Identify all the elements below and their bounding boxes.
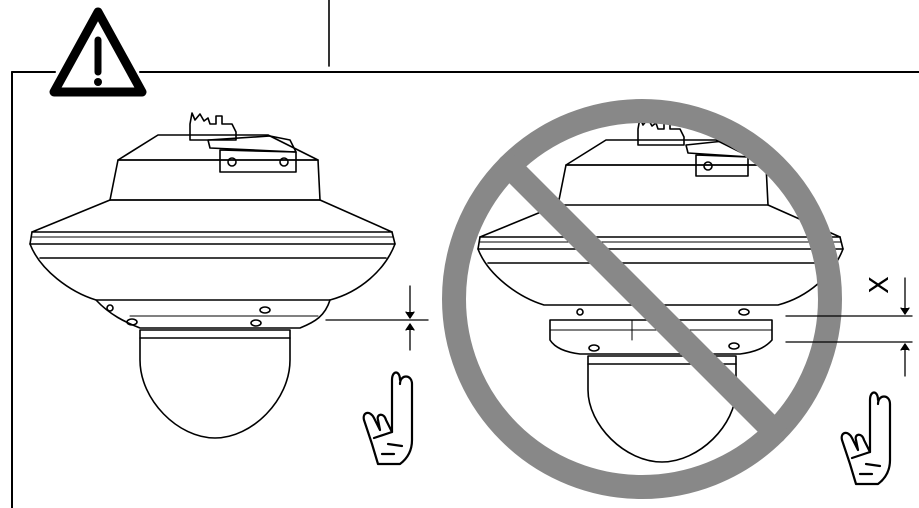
- gap-x-label: X: [865, 276, 895, 294]
- gap-indicator-incorrect: [785, 277, 913, 377]
- pointing-hand-icon: [840, 391, 892, 486]
- pointing-hand-icon: [362, 371, 414, 466]
- camera-incorrect: [477, 117, 844, 463]
- diagram-frame: [11, 0, 919, 508]
- camera-correct: [29, 112, 396, 439]
- gap-indicator-correct: [325, 285, 429, 351]
- prohibited-sign-icon: [442, 99, 842, 499]
- warning-triangle-icon: [49, 7, 147, 97]
